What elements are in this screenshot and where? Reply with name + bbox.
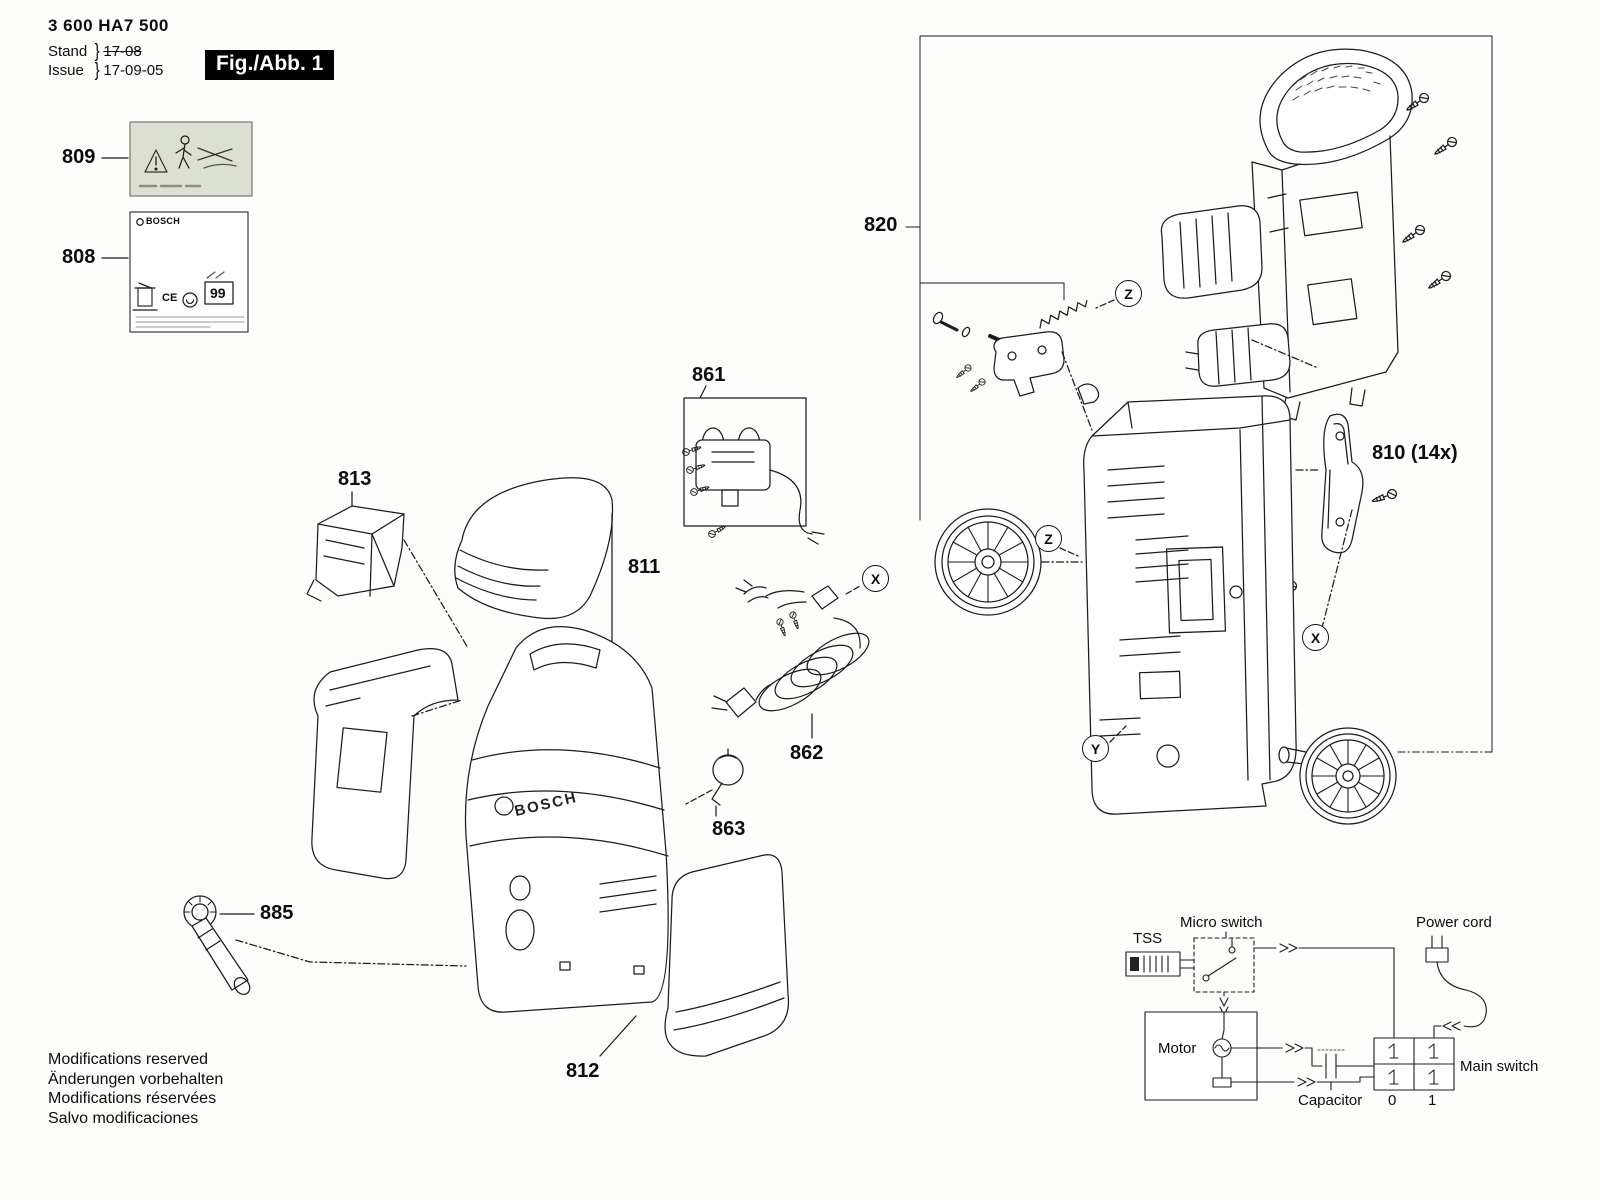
wiring-schematic bbox=[1125, 931, 1487, 1101]
nameplate-808 bbox=[129, 211, 249, 333]
power-cord-862 bbox=[711, 579, 870, 739]
stand-row: Stand } 17-08 bbox=[48, 40, 163, 62]
callout-808: 808 bbox=[62, 246, 96, 268]
modifications-line-es: Salvo modificaciones bbox=[48, 1109, 199, 1127]
schematic-position-0: 0 bbox=[1388, 1092, 1397, 1109]
ref-circle-z-2: Z bbox=[1035, 525, 1062, 552]
main-body bbox=[464, 626, 669, 1057]
figure-label: Fig./Abb. 1 bbox=[205, 50, 335, 80]
warning-label-809 bbox=[129, 121, 253, 197]
callout-809: 809 bbox=[62, 146, 96, 168]
issue-label: Issue bbox=[48, 62, 84, 79]
callout-810: 810 (14x) bbox=[1372, 442, 1458, 464]
handle-clip-upper bbox=[1160, 205, 1263, 299]
issue-row: Issue } 17-09-05 bbox=[48, 59, 164, 81]
modifications-line-de: Änderungen vorbehalten bbox=[48, 1070, 224, 1088]
callout-820: 820 bbox=[864, 214, 898, 236]
modifications-note: Modifications reserved Änderungen vorbeh… bbox=[48, 1050, 223, 1128]
right-wheel bbox=[1299, 727, 1397, 825]
part-number: 3 600 HA7 500 bbox=[48, 16, 169, 35]
handle-clip-lower bbox=[1185, 323, 1319, 387]
brace-glyph: } bbox=[94, 40, 100, 62]
ref-circle-x-2: X bbox=[1302, 624, 1329, 651]
ref-circle-y: Y bbox=[1082, 735, 1109, 762]
modifications-line-en: Modifications reserved bbox=[48, 1051, 209, 1068]
callout-811: 811 bbox=[628, 556, 661, 578]
callout-812: 812 bbox=[566, 1060, 600, 1082]
schematic-position-1: 1 bbox=[1428, 1092, 1437, 1109]
handle-assembly bbox=[1251, 48, 1413, 421]
left-wheel bbox=[934, 508, 1083, 616]
nozzle-885 bbox=[183, 895, 467, 996]
right-cover bbox=[664, 854, 790, 1057]
leader-lines-left bbox=[101, 157, 129, 259]
callout-862: 862 bbox=[790, 742, 824, 764]
part-813 bbox=[306, 491, 469, 649]
top-cover bbox=[454, 477, 614, 691]
nameplate-number: 99 bbox=[210, 285, 226, 301]
bracket-820 bbox=[905, 35, 1493, 753]
knob-863 bbox=[685, 748, 744, 817]
frame-body bbox=[1083, 395, 1307, 815]
latch-part bbox=[993, 331, 1100, 431]
ref-circle-z-1: Z bbox=[1115, 280, 1142, 307]
callout-861: 861 bbox=[692, 364, 726, 386]
schematic-power-cord-label: Power cord bbox=[1416, 914, 1492, 931]
pump-assembly-861 bbox=[681, 385, 825, 545]
brace-glyph: } bbox=[94, 59, 100, 81]
callout-863: 863 bbox=[712, 818, 746, 840]
left-cover bbox=[311, 648, 463, 880]
schematic-main-switch-label: Main switch bbox=[1460, 1058, 1539, 1075]
modifications-line-fr: Modifications réservées bbox=[48, 1090, 217, 1107]
schematic-tss-label: TSS bbox=[1133, 930, 1163, 947]
bracket-810-part bbox=[1295, 413, 1364, 629]
schematic-micro-switch-label: Micro switch bbox=[1180, 914, 1263, 931]
callout-813: 813 bbox=[338, 468, 372, 490]
stand-value: 17-08 bbox=[103, 43, 142, 60]
ref-circle-x-1: X bbox=[862, 565, 889, 592]
callout-885: 885 bbox=[260, 902, 294, 924]
stand-label: Stand bbox=[48, 43, 88, 60]
nameplate-brand: BOSCH bbox=[146, 216, 181, 226]
schematic-capacitor-label: Capacitor bbox=[1298, 1092, 1363, 1109]
ce-mark: CE bbox=[162, 292, 178, 304]
schematic-motor-label: Motor bbox=[1158, 1040, 1197, 1057]
issue-value: 17-09-05 bbox=[103, 62, 164, 79]
screws-right bbox=[1270, 91, 1459, 602]
revision-block: Stand } 17-08 Issue } 17-09-05 bbox=[48, 40, 164, 81]
